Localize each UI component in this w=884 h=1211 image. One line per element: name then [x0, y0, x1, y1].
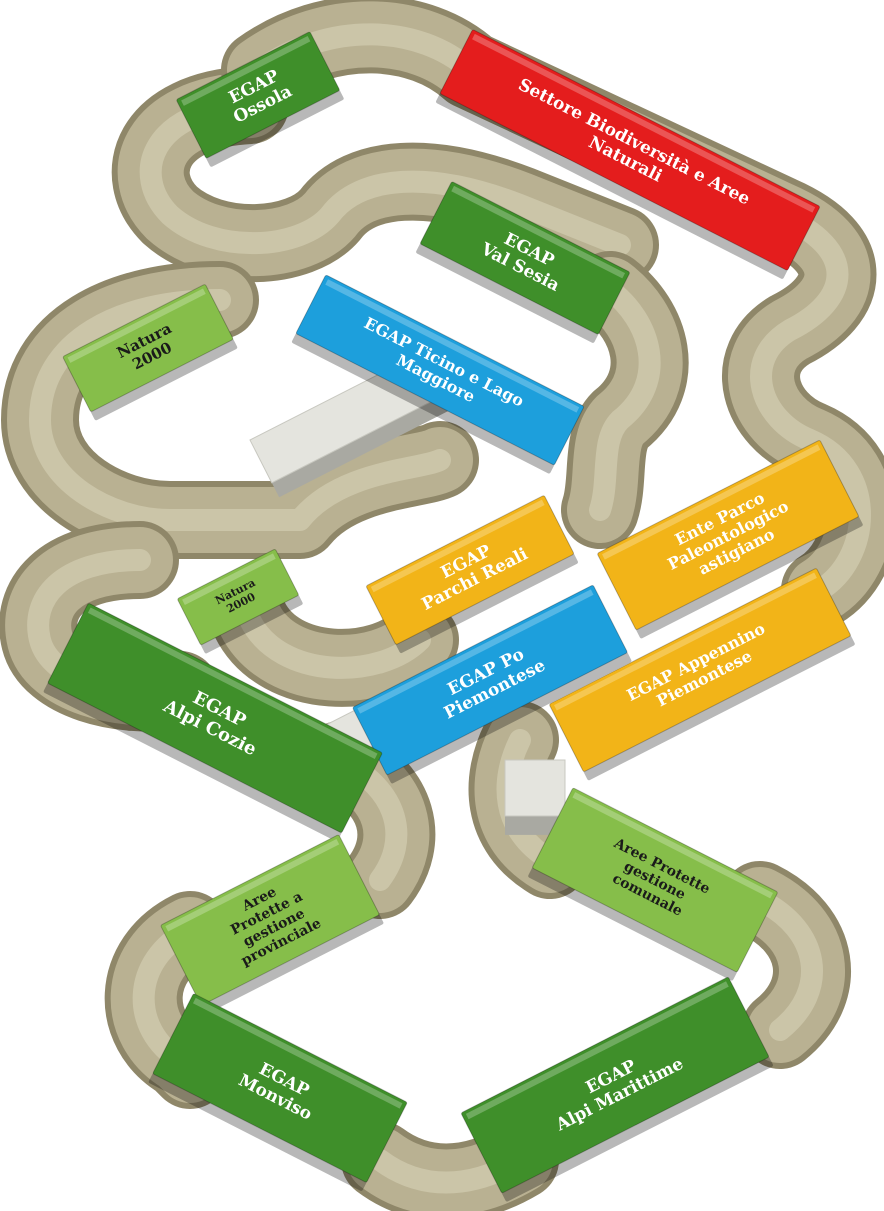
- track-segment-highlight: [29, 289, 451, 531]
- block-highlight: [370, 499, 545, 593]
- block-face: [152, 993, 408, 1183]
- block-face: [176, 31, 340, 159]
- block-face: [160, 834, 380, 1006]
- block-highlight: [87, 607, 378, 760]
- block-face: [47, 603, 383, 833]
- block-face: [352, 585, 628, 775]
- block-face: [597, 440, 859, 630]
- block-face: [366, 495, 574, 645]
- block-highlight: [472, 33, 816, 213]
- block-highlight: [465, 981, 729, 1120]
- block-face: [461, 976, 769, 1194]
- block-highlight: [182, 553, 276, 606]
- block-highlight: [602, 444, 821, 560]
- block-highlight: [325, 279, 580, 413]
- block-highlight: [181, 36, 311, 106]
- block-face: [177, 549, 299, 645]
- track-segment-highlight: [249, 23, 871, 601]
- block-highlight: [192, 997, 403, 1109]
- block-highlight: [67, 288, 206, 363]
- block-face: [296, 274, 584, 466]
- block-highlight: [451, 185, 626, 279]
- track-segment-highlight: [749, 889, 823, 1041]
- block-face: [549, 568, 851, 772]
- track-segment-highlight: [239, 609, 431, 679]
- block-highlight: [572, 792, 773, 899]
- block-highlight: [357, 589, 594, 714]
- blank-connector-block: [504, 759, 566, 835]
- track-segment-highlight: [589, 279, 661, 521]
- block-highlight: [554, 572, 817, 711]
- block-face: [62, 284, 234, 412]
- block-face: [420, 181, 630, 335]
- block-highlight: [165, 838, 340, 932]
- block-face: [440, 29, 820, 271]
- track-segment-highlight: [139, 94, 631, 256]
- block-face: [532, 787, 778, 973]
